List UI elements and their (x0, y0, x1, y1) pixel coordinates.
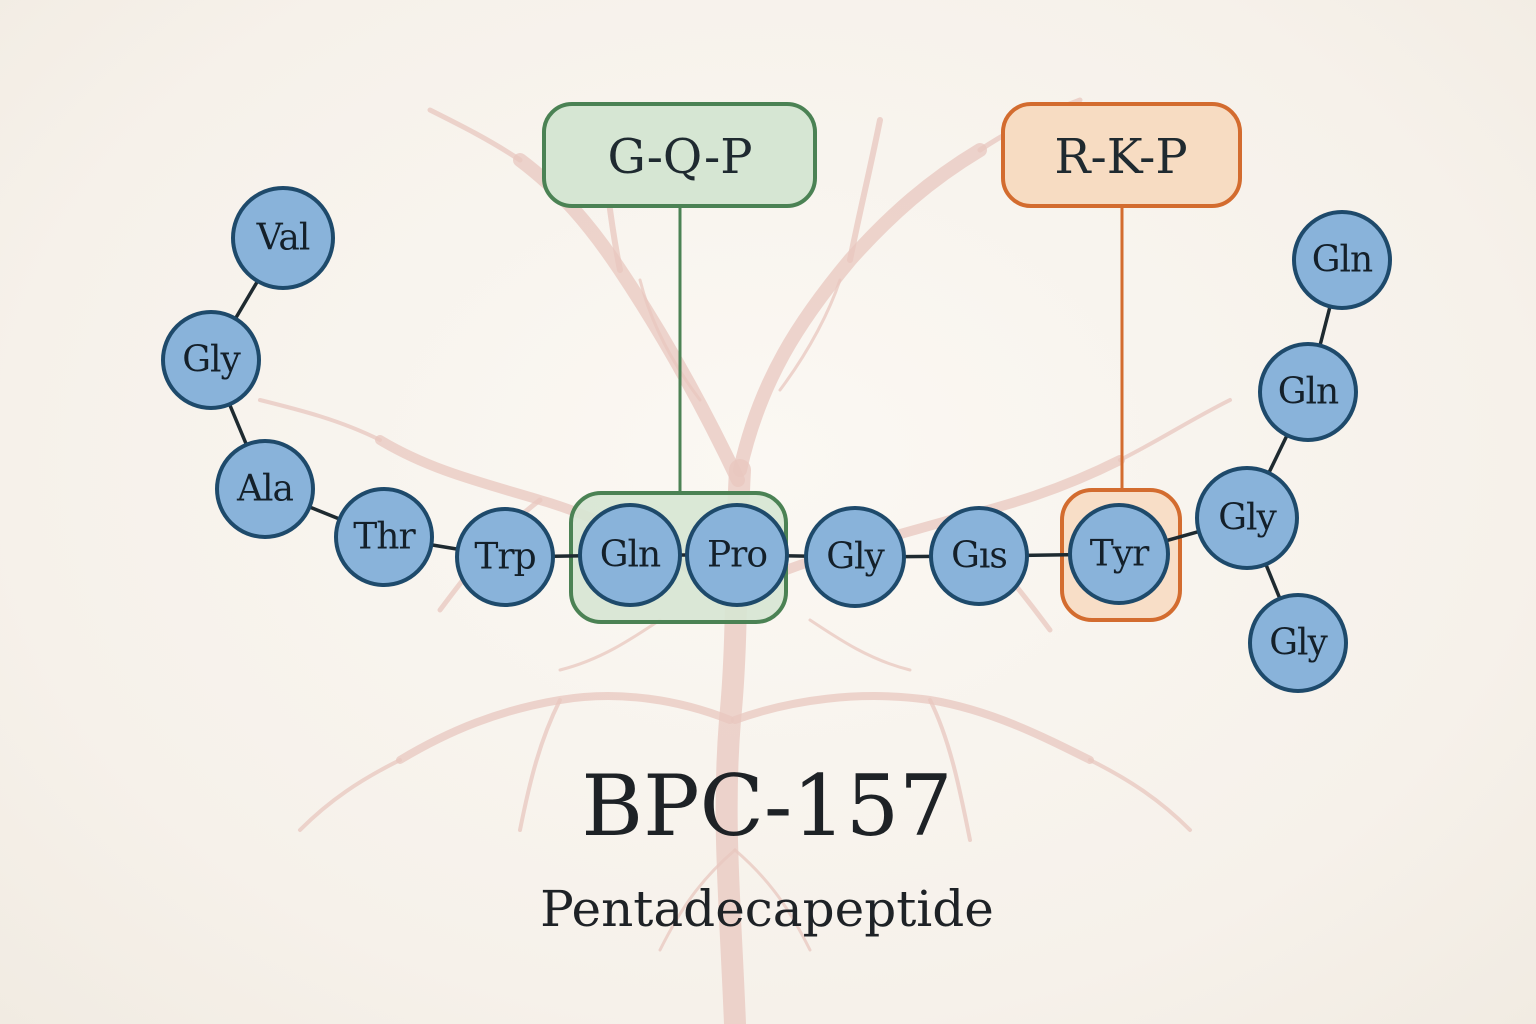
residue-label: Gln (600, 535, 661, 576)
residue-gln-3: Gln (1292, 210, 1392, 310)
diagram-title: BPC-157 (581, 757, 952, 855)
motif-gqp-box (542, 102, 817, 208)
residue-circle (578, 503, 682, 607)
motif-rkp-label: R-K-P (1054, 129, 1187, 185)
residue-circle (685, 503, 789, 607)
residue-tyr: Tyr (1068, 503, 1170, 605)
residue-gln-1: Gln (578, 503, 682, 607)
residue-label: Val (256, 218, 310, 259)
residue-circle (1248, 593, 1348, 693)
residue-circle (1068, 503, 1170, 605)
residue-trp: Trp (455, 507, 555, 607)
residue-circle (231, 186, 335, 290)
residue-circle (455, 507, 555, 607)
residue-label: Gln (1278, 372, 1339, 413)
residue-gis: Gıs (929, 506, 1029, 606)
residue-label: Gln (1312, 240, 1373, 281)
residue-circle (1258, 342, 1358, 442)
motif-gqp-label: G-Q-P (607, 129, 752, 185)
residue-label: Pro (707, 535, 767, 576)
residue-pro: Pro (685, 503, 789, 607)
residue-label: Gly (826, 537, 885, 578)
diagram-subtitle: Pentadecapeptide (540, 880, 994, 938)
residue-gly-2: Gly (804, 506, 906, 608)
residue-circle (161, 310, 261, 410)
residue-label: Thr (353, 517, 416, 558)
residue-circle (334, 487, 434, 587)
residue-gly-3: Gly (1195, 466, 1299, 570)
residue-circle (1195, 466, 1299, 570)
motif-rkp-box (1001, 102, 1242, 208)
residue-gly-1: Gly (161, 310, 261, 410)
residue-label: Gly (1269, 623, 1328, 664)
residue-label: Gıs (951, 536, 1007, 577)
residue-circle (804, 506, 906, 608)
residue-label: Trp (474, 537, 535, 578)
residue-label: Tyr (1090, 534, 1150, 575)
residue-gly-4: Gly (1248, 593, 1348, 693)
residue-ala: Ala (215, 439, 315, 539)
residue-circle (929, 506, 1029, 606)
residue-thr: Thr (334, 487, 434, 587)
residue-label: Gly (182, 340, 241, 381)
residue-label: Gly (1218, 498, 1277, 539)
residue-label: Ala (236, 469, 294, 510)
residue-gln-2: Gln (1258, 342, 1358, 442)
residue-circle (215, 439, 315, 539)
residue-circle (1292, 210, 1392, 310)
residue-val: Val (231, 186, 335, 290)
